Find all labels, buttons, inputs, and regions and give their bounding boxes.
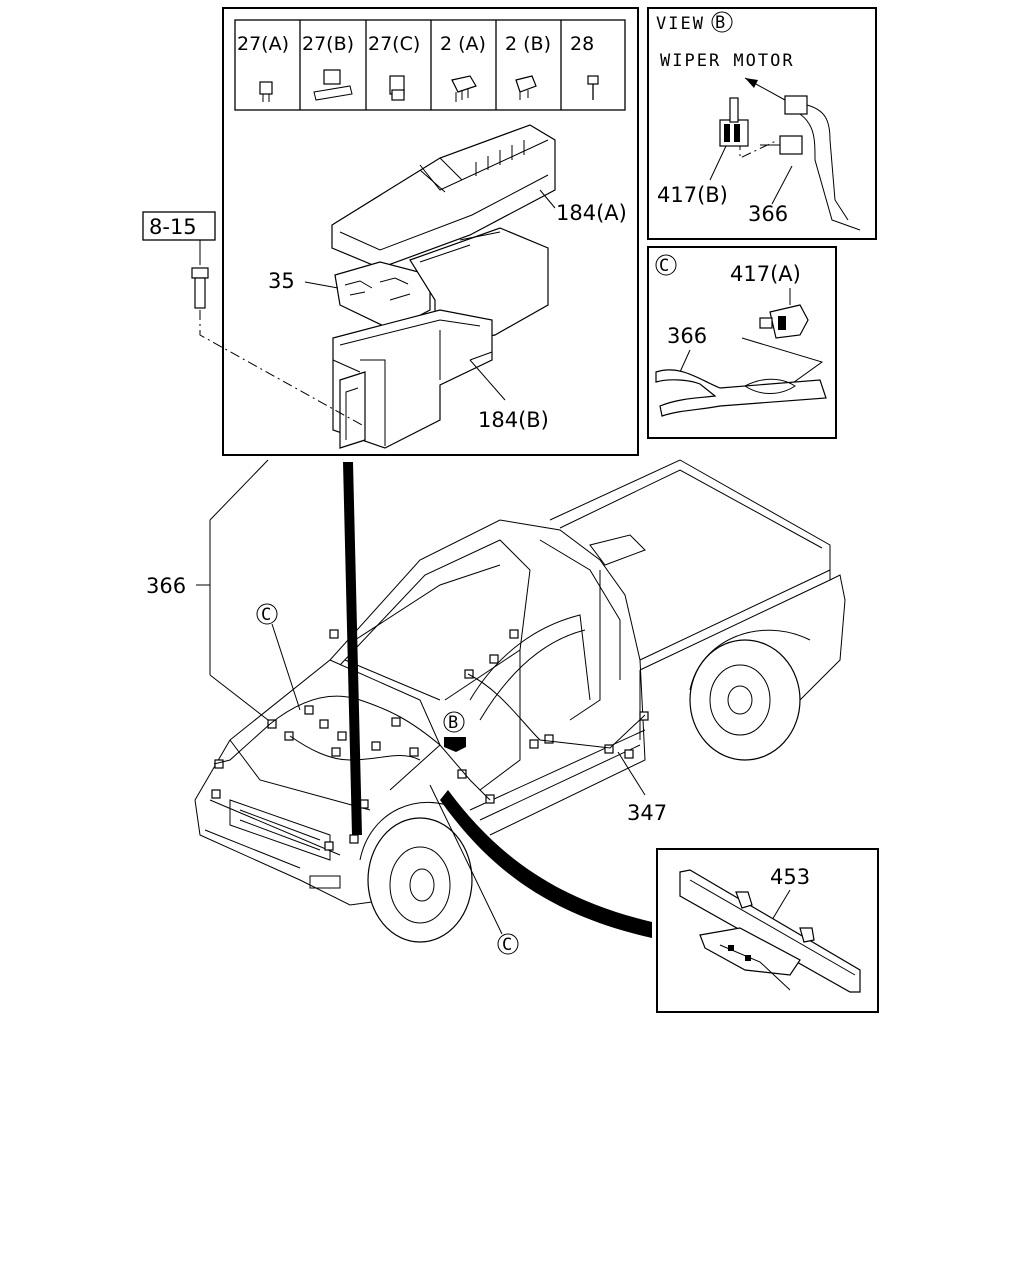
callout-35: 35 <box>268 269 295 293</box>
svg-text:C: C <box>502 935 512 955</box>
fuse-box-assembly: 184(A) 35 184(B) <box>268 124 627 449</box>
connector-417b-icon <box>719 97 749 147</box>
wiper-motor-label: WIPER MOTOR <box>660 51 795 71</box>
view-b-callout-366: 366 <box>748 202 788 226</box>
view-b-callout-417b: 417(B) <box>657 183 728 207</box>
view-c-callout-366: 366 <box>667 324 707 348</box>
bolt-icon <box>191 267 209 309</box>
fuse-maxi-icon <box>313 69 353 101</box>
table-header-2b: 2 (B) <box>505 33 551 55</box>
view-c-panel: C 417(A) 366 <box>647 246 837 439</box>
callout-366-bracket: 366 <box>146 459 269 721</box>
view-b-arrow: B <box>443 711 466 752</box>
view-b-panel: VIEW B WIPER MOTOR 417(B) 366 <box>647 7 877 240</box>
bolt-reference: 8-15 <box>142 211 363 426</box>
parts-table: 27(A) 27(B) 27(C) 2 (A) 2 (B) 28 <box>234 19 626 111</box>
fuse-box-panel: 27(A) 27(B) 27(C) 2 (A) 2 (B) 28 <box>222 7 639 456</box>
view-c-callout-417a: 417(A) <box>730 262 801 286</box>
callout-184b: 184(B) <box>478 408 549 432</box>
connector-417a-icon <box>759 304 809 339</box>
marker-c-top: C <box>256 603 301 711</box>
callout-453: 453 <box>770 865 810 889</box>
relay-2a-icon <box>451 75 477 102</box>
fuse-block-icon <box>389 75 405 101</box>
view-b-title: VIEW <box>656 14 705 34</box>
fuse-mini-icon <box>259 81 273 102</box>
reference-label: 8-15 <box>149 215 197 239</box>
svg-text:B: B <box>448 713 458 733</box>
bolt-icon <box>587 75 599 100</box>
relay-2b-icon <box>515 75 537 100</box>
table-header-28: 28 <box>570 33 594 55</box>
callout-347: 347 <box>617 751 667 825</box>
view-c-letter: C <box>659 256 669 276</box>
callout-366-left: 366 <box>146 574 186 598</box>
table-header-27b: 27(B) <box>302 33 354 55</box>
table-header-27a: 27(A) <box>237 33 289 55</box>
table-header-2a: 2 (A) <box>440 33 486 55</box>
truck-illustration <box>194 459 846 943</box>
svg-text:C: C <box>261 605 271 625</box>
svg-text:347: 347 <box>627 801 667 825</box>
view-b-letter: B <box>715 13 725 33</box>
callout-184a: 184(A) <box>556 201 627 225</box>
part-453-panel: 453 <box>656 848 879 1013</box>
marker-c-bottom: C <box>429 784 519 955</box>
table-header-27c: 27(C) <box>368 33 420 55</box>
